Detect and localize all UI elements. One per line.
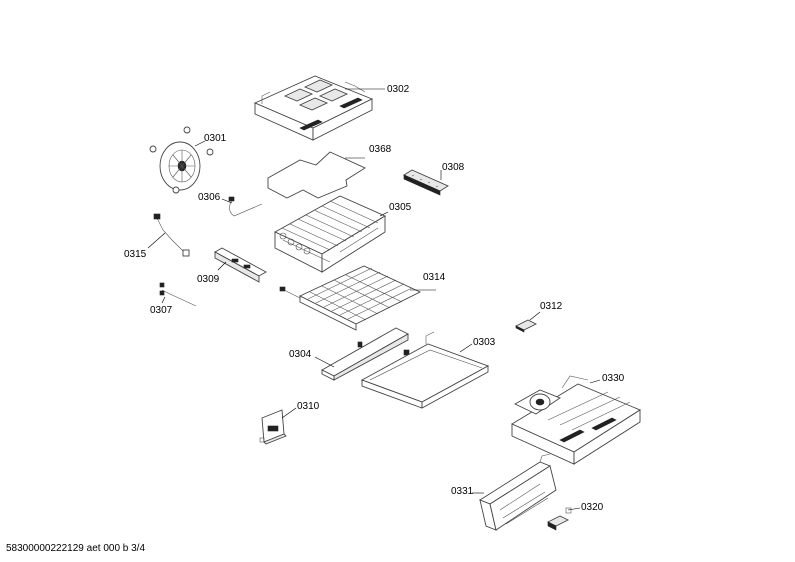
part-0314-heater [279,265,422,331]
label-0330: 0330 [602,373,625,384]
part-0309-bracket [214,247,267,283]
label-0320: 0320 [581,502,604,513]
part-0308-strip [403,169,449,196]
label-0315: 0315 [124,249,147,260]
label-0314: 0314 [423,272,446,283]
part-0368-sheet [267,151,366,199]
part-0330-housing [511,375,641,465]
part-0331-duct [479,453,557,531]
label-0303: 0303 [473,337,496,348]
label-0309: 0309 [197,274,220,285]
label-0308: 0308 [442,162,465,173]
part-0312-clip [514,319,538,333]
label-0307: 0307 [150,305,173,316]
label-0304: 0304 [289,349,312,360]
document-footer: 58300000222129 aet 000 b 3/4 [6,543,146,554]
part-0306-sensor [228,196,263,217]
part-0301-fan [149,126,214,194]
part-0304-rail [321,327,410,381]
part-0307-rod [159,282,197,307]
label-0310: 0310 [297,401,320,412]
label-0368: 0368 [369,144,392,155]
part-0302-cover [253,75,374,141]
part-0303-tray [360,331,490,409]
label-0301: 0301 [204,133,227,144]
label-0312: 0312 [540,301,563,312]
part-0310-cover [259,409,287,445]
part-0320-clip [546,507,572,531]
part-0305-evaporator [274,195,386,273]
label-0306: 0306 [198,192,221,203]
part-0315-wire [153,213,190,257]
label-0302: 0302 [387,84,410,95]
label-0305: 0305 [389,202,412,213]
label-0331: 0331 [451,486,474,497]
